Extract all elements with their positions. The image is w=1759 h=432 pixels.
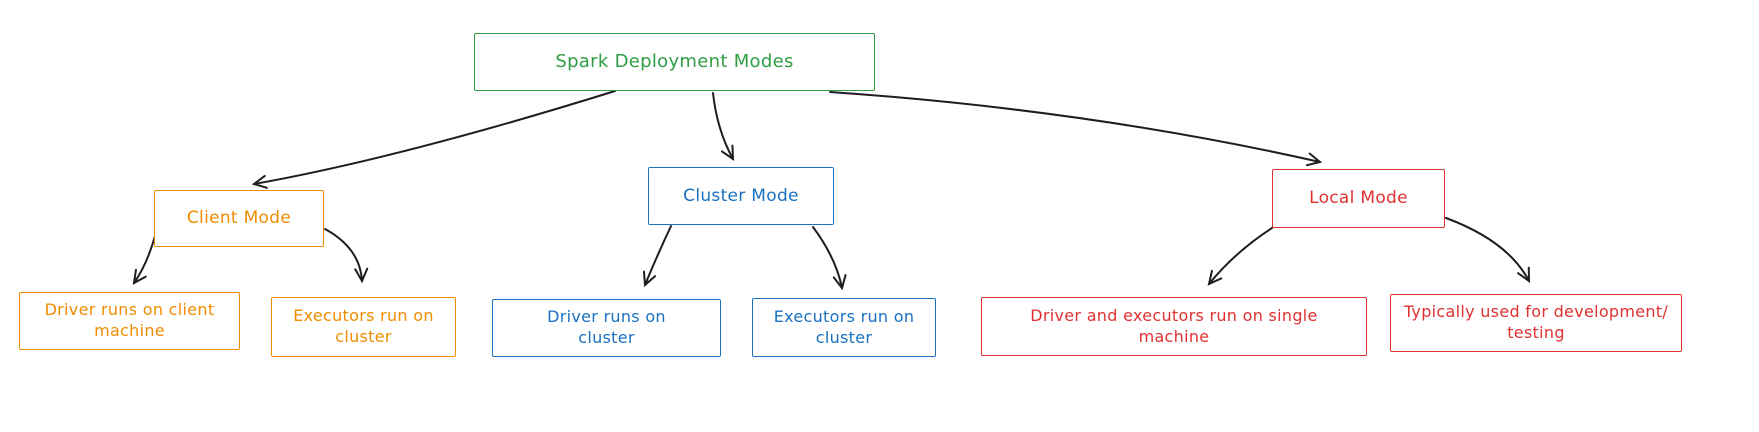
node-client-driver: Driver runs on client machine — [19, 292, 240, 350]
edge-local-to-single — [1207, 227, 1273, 286]
edge-client-to-driver — [132, 231, 157, 285]
edge-local-to-testing — [1445, 217, 1531, 283]
node-label: Driver runs on client machine — [44, 300, 215, 340]
node-local-mode: Local Mode — [1272, 169, 1445, 228]
edge-client-to-executors — [324, 228, 369, 284]
node-cluster-mode: Cluster Mode — [648, 167, 834, 225]
node-local-dev-testing: Typically used for development/ testing — [1390, 294, 1682, 352]
edge-cluster-to-driver — [642, 225, 672, 288]
node-cluster-driver: Driver runs on cluster — [492, 299, 721, 357]
edge-root-to-local-mode — [829, 91, 1323, 167]
node-local-single-machine: Driver and executors run on single machi… — [981, 297, 1367, 356]
edge-root-to-cluster-mode — [712, 92, 735, 161]
node-label: Cluster Mode — [683, 185, 799, 206]
node-label: Executors run on cluster — [293, 306, 434, 346]
edge-root-to-client-mode — [251, 90, 616, 189]
node-spark-deployment-modes: Spark Deployment Modes — [474, 33, 875, 91]
node-cluster-executors: Executors run on cluster — [752, 298, 936, 357]
node-client-mode: Client Mode — [154, 190, 324, 247]
node-label: Executors run on cluster — [773, 306, 915, 347]
node-client-executors: Executors run on cluster — [271, 297, 456, 357]
node-label: Driver and executors run on single machi… — [1030, 305, 1318, 346]
node-label: Local Mode — [1309, 188, 1408, 209]
node-label: Client Mode — [186, 208, 292, 229]
node-label: Driver runs on cluster — [547, 307, 666, 347]
edge-cluster-to-executors — [812, 226, 847, 291]
node-label: Typically used for development/ testing — [1403, 302, 1669, 342]
node-label: Spark Deployment Modes — [555, 51, 794, 73]
